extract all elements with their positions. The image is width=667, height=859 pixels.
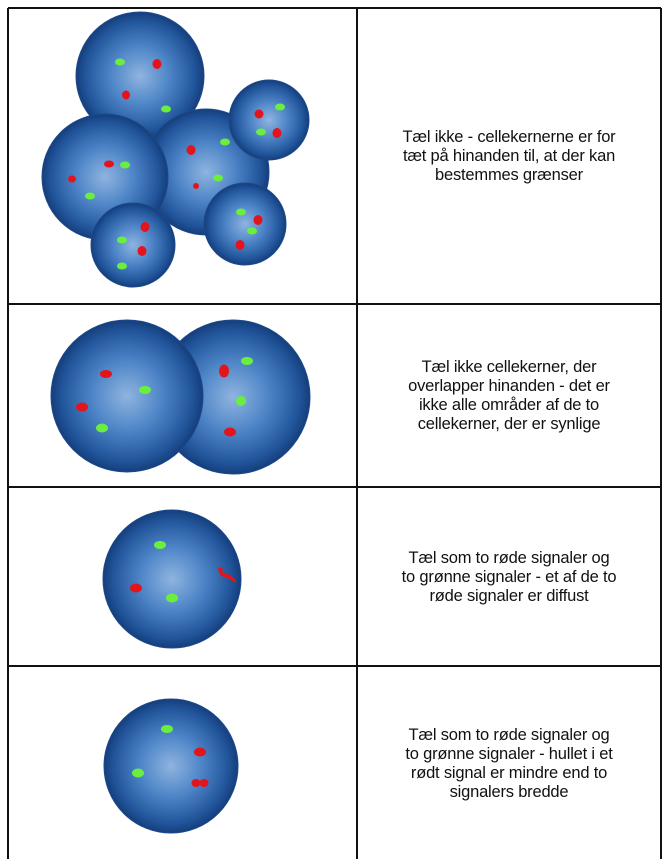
caption-text: Tæl som to røde signaler og to grønne si… <box>401 548 617 605</box>
green-signal <box>236 208 246 216</box>
red-signal <box>235 240 245 250</box>
green-signal <box>117 236 127 244</box>
nucleus-bottom <box>90 202 176 288</box>
green-signal <box>213 174 223 182</box>
green-signal <box>115 58 125 66</box>
green-signal <box>166 593 178 603</box>
red-signal <box>191 779 201 787</box>
red-signal <box>272 128 282 138</box>
red-signal <box>68 175 76 183</box>
nucleus-split-signal <box>103 698 239 834</box>
red-signal <box>76 402 88 412</box>
nucleus <box>102 509 242 649</box>
table-grid <box>7 7 662 859</box>
red-signal <box>130 583 142 593</box>
red-signal <box>224 427 236 437</box>
green-signal <box>139 386 151 394</box>
red-signal <box>219 364 229 378</box>
green-signal <box>120 161 130 169</box>
overlapping-nuclei <box>50 319 311 475</box>
green-signal <box>236 396 246 406</box>
green-signal <box>154 541 166 549</box>
green-signal <box>117 262 127 270</box>
diffuse-red-signal <box>218 567 236 583</box>
red-signal <box>193 183 199 189</box>
caption-text: Tæl ikke cellekerner, der overlapper hin… <box>408 358 610 433</box>
red-signal <box>194 747 206 757</box>
caption-text: Tæl som to røde signaler og to grønne si… <box>405 725 613 801</box>
red-signal <box>254 109 264 119</box>
red-signal <box>253 215 263 225</box>
green-signal <box>256 128 266 136</box>
nucleus-top-right <box>228 79 310 161</box>
caption-row-1: Tæl ikke - cellekernerne er for tæt på h… <box>358 10 660 303</box>
green-signal <box>275 103 285 111</box>
cluster-signals <box>68 58 285 270</box>
green-signal <box>85 192 95 200</box>
green-signal <box>241 357 253 365</box>
green-signal <box>220 138 230 146</box>
red-signal <box>199 779 209 787</box>
red-signal <box>137 246 147 256</box>
red-signal <box>152 59 162 69</box>
red-signal <box>186 145 196 155</box>
caption-row-2: Tæl ikke cellekerner, der overlapper hin… <box>358 306 660 486</box>
caption-row-4: Tæl som to røde signaler og to grønne si… <box>358 668 660 859</box>
red-signal <box>100 370 112 378</box>
nucleus-right <box>203 182 287 266</box>
overlap-signals <box>76 357 253 437</box>
red-signal <box>104 160 114 168</box>
green-signal <box>161 725 173 733</box>
caption-text: Tæl ikke - cellekernerne er for tæt på h… <box>402 128 616 184</box>
red-signal <box>122 90 130 100</box>
green-signal <box>132 768 144 778</box>
nucleus-left <box>50 319 204 473</box>
nucleus <box>103 698 239 834</box>
green-signal <box>96 423 108 433</box>
green-signal <box>247 227 257 235</box>
caption-row-3: Tæl som to røde signaler og to grønne si… <box>358 489 660 665</box>
green-signal <box>161 105 171 113</box>
nucleus-diffuse <box>102 509 242 649</box>
nucleus-cluster <box>41 11 310 288</box>
red-signal <box>140 222 150 232</box>
